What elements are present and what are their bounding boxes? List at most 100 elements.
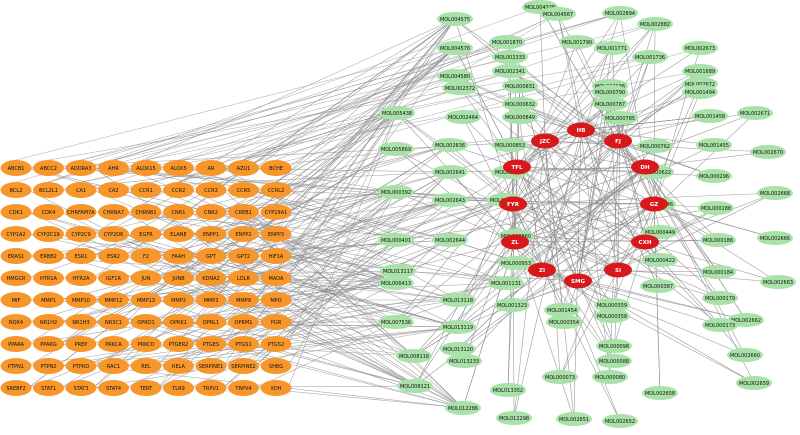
target-node[interactable]: PTGS2: [260, 336, 292, 352]
compound-node[interactable]: MOL000088: [596, 354, 632, 368]
target-node[interactable]: ENPP1: [195, 226, 227, 242]
compound-node[interactable]: MOL002668: [757, 186, 793, 200]
compound-node[interactable]: MOL002658: [642, 386, 678, 400]
compound-node[interactable]: MOL002663: [760, 275, 796, 289]
target-node[interactable]: TRPV1: [195, 380, 227, 396]
compound-node[interactable]: MOL000790: [592, 85, 628, 99]
compound-node[interactable]: MOL002659: [736, 376, 772, 390]
compound-node[interactable]: MOL000392: [378, 185, 414, 199]
herb-node[interactable]: ZI: [528, 262, 556, 278]
target-node[interactable]: FAAH: [163, 248, 194, 264]
target-node[interactable]: HTR1A: [33, 270, 64, 286]
compound-node[interactable]: MOL006413: [378, 276, 414, 290]
compound-node[interactable]: MOL012286: [445, 401, 481, 415]
target-node[interactable]: REL: [130, 358, 162, 374]
compound-node[interactable]: MOL000387: [640, 279, 676, 293]
target-node[interactable]: ENPP3: [260, 226, 292, 242]
target-node[interactable]: CREB1: [228, 204, 259, 220]
target-node[interactable]: TRPV4: [228, 380, 259, 396]
target-node[interactable]: PTGS1: [228, 336, 259, 352]
target-node[interactable]: ALOX15: [130, 160, 162, 176]
target-node[interactable]: OPRM1: [228, 314, 259, 330]
target-node[interactable]: MMP1: [33, 292, 64, 308]
target-node[interactable]: CNR1: [163, 204, 194, 220]
herb-node[interactable]: SMG: [564, 273, 592, 289]
compound-node[interactable]: MOL013119: [440, 320, 476, 334]
target-node[interactable]: F2: [130, 248, 162, 264]
target-node[interactable]: ERAS1: [0, 248, 32, 264]
compound-node[interactable]: MOL002673: [682, 41, 718, 55]
compound-node[interactable]: MOL013233: [446, 354, 482, 368]
compound-node[interactable]: MOL002882: [637, 17, 673, 31]
compound-node[interactable]: MOL001790: [559, 35, 595, 49]
target-node[interactable]: JUN: [130, 270, 162, 286]
target-node[interactable]: MMP9: [228, 292, 259, 308]
target-node[interactable]: NR1H3: [65, 314, 97, 330]
compound-node[interactable]: MOL001458: [692, 109, 728, 123]
compound-node[interactable]: MOL000173: [702, 318, 738, 332]
compound-node[interactable]: MOL002670: [750, 145, 786, 159]
target-node[interactable]: ELANE: [163, 226, 194, 242]
target-node[interactable]: CYP2D6: [98, 226, 129, 242]
compound-node[interactable]: MOL000785: [602, 111, 638, 125]
target-node[interactable]: MAOA: [260, 270, 292, 286]
compound-node[interactable]: MOL002644: [432, 233, 468, 247]
compound-node[interactable]: MOL000188: [698, 201, 734, 215]
target-node[interactable]: PTPN2: [33, 358, 64, 374]
herb-node[interactable]: JZC: [531, 133, 559, 149]
target-node[interactable]: SERPINE1: [195, 358, 227, 374]
target-node[interactable]: CCR1: [130, 182, 162, 198]
target-node[interactable]: ENPP2: [228, 226, 259, 242]
target-node[interactable]: CYP2C19: [33, 226, 64, 242]
target-node[interactable]: PRKCA: [98, 336, 129, 352]
compound-node[interactable]: MOL000098: [596, 339, 632, 353]
compound-node[interactable]: MOL000849: [502, 110, 538, 124]
target-node[interactable]: CA2: [98, 182, 129, 198]
target-node[interactable]: MMP13: [130, 292, 162, 308]
compound-node[interactable]: MOL000179: [702, 291, 738, 305]
target-node[interactable]: CCR2: [163, 182, 194, 198]
compound-node[interactable]: MOL002651: [556, 412, 592, 426]
compound-node[interactable]: MOL001454: [544, 303, 580, 317]
compound-node[interactable]: MOL000422: [642, 253, 678, 267]
target-node[interactable]: BCHE: [260, 160, 292, 176]
herb-node[interactable]: SI: [604, 262, 632, 278]
target-node[interactable]: OPRD1: [130, 314, 162, 330]
compound-node[interactable]: MOL004575: [437, 12, 473, 26]
target-node[interactable]: EGFR: [130, 226, 162, 242]
target-node[interactable]: HIF1A: [260, 248, 292, 264]
target-node[interactable]: CDK1: [0, 204, 32, 220]
target-node[interactable]: PGR: [260, 314, 292, 330]
target-node[interactable]: CHRNB1: [130, 204, 162, 220]
compound-node[interactable]: MOL005438: [379, 106, 415, 120]
compound-node[interactable]: MOL001455: [696, 138, 732, 152]
target-node[interactable]: JUNB: [163, 270, 194, 286]
compound-node[interactable]: MOL002671: [737, 106, 773, 120]
target-node[interactable]: LDLR: [228, 270, 259, 286]
herb-node[interactable]: CXH: [631, 234, 659, 250]
target-node[interactable]: AZU1: [228, 160, 259, 176]
target-node[interactable]: ESR2: [98, 248, 129, 264]
target-node[interactable]: PTGES: [195, 336, 227, 352]
target-node[interactable]: TLR9: [163, 380, 194, 396]
compound-node[interactable]: MOL002652: [602, 414, 638, 428]
target-node[interactable]: ERBB2: [33, 248, 64, 264]
compound-node[interactable]: MOL013117: [380, 264, 416, 278]
target-node[interactable]: BCL2L1: [33, 182, 64, 198]
target-node[interactable]: ESR1: [65, 248, 97, 264]
herb-node[interactable]: DH: [631, 159, 659, 175]
target-node[interactable]: TERT: [130, 380, 162, 396]
herb-node[interactable]: GZ: [640, 196, 668, 212]
compound-node[interactable]: MOL001494: [682, 85, 718, 99]
compound-node[interactable]: MOL001689: [682, 64, 718, 78]
compound-node[interactable]: MOL000762: [637, 139, 673, 153]
compound-node[interactable]: MOL001870: [489, 35, 525, 49]
target-node[interactable]: MMP2: [163, 292, 194, 308]
target-node[interactable]: SREBF2: [0, 380, 32, 396]
target-node[interactable]: OPRK1: [163, 314, 194, 330]
compound-node[interactable]: MOL000354: [546, 315, 582, 329]
compound-node[interactable]: MOL000296: [696, 169, 732, 183]
target-node[interactable]: GPT2: [228, 248, 259, 264]
target-node[interactable]: CHRFAM7A: [65, 204, 97, 220]
compound-node[interactable]: MOL007536: [378, 315, 414, 329]
